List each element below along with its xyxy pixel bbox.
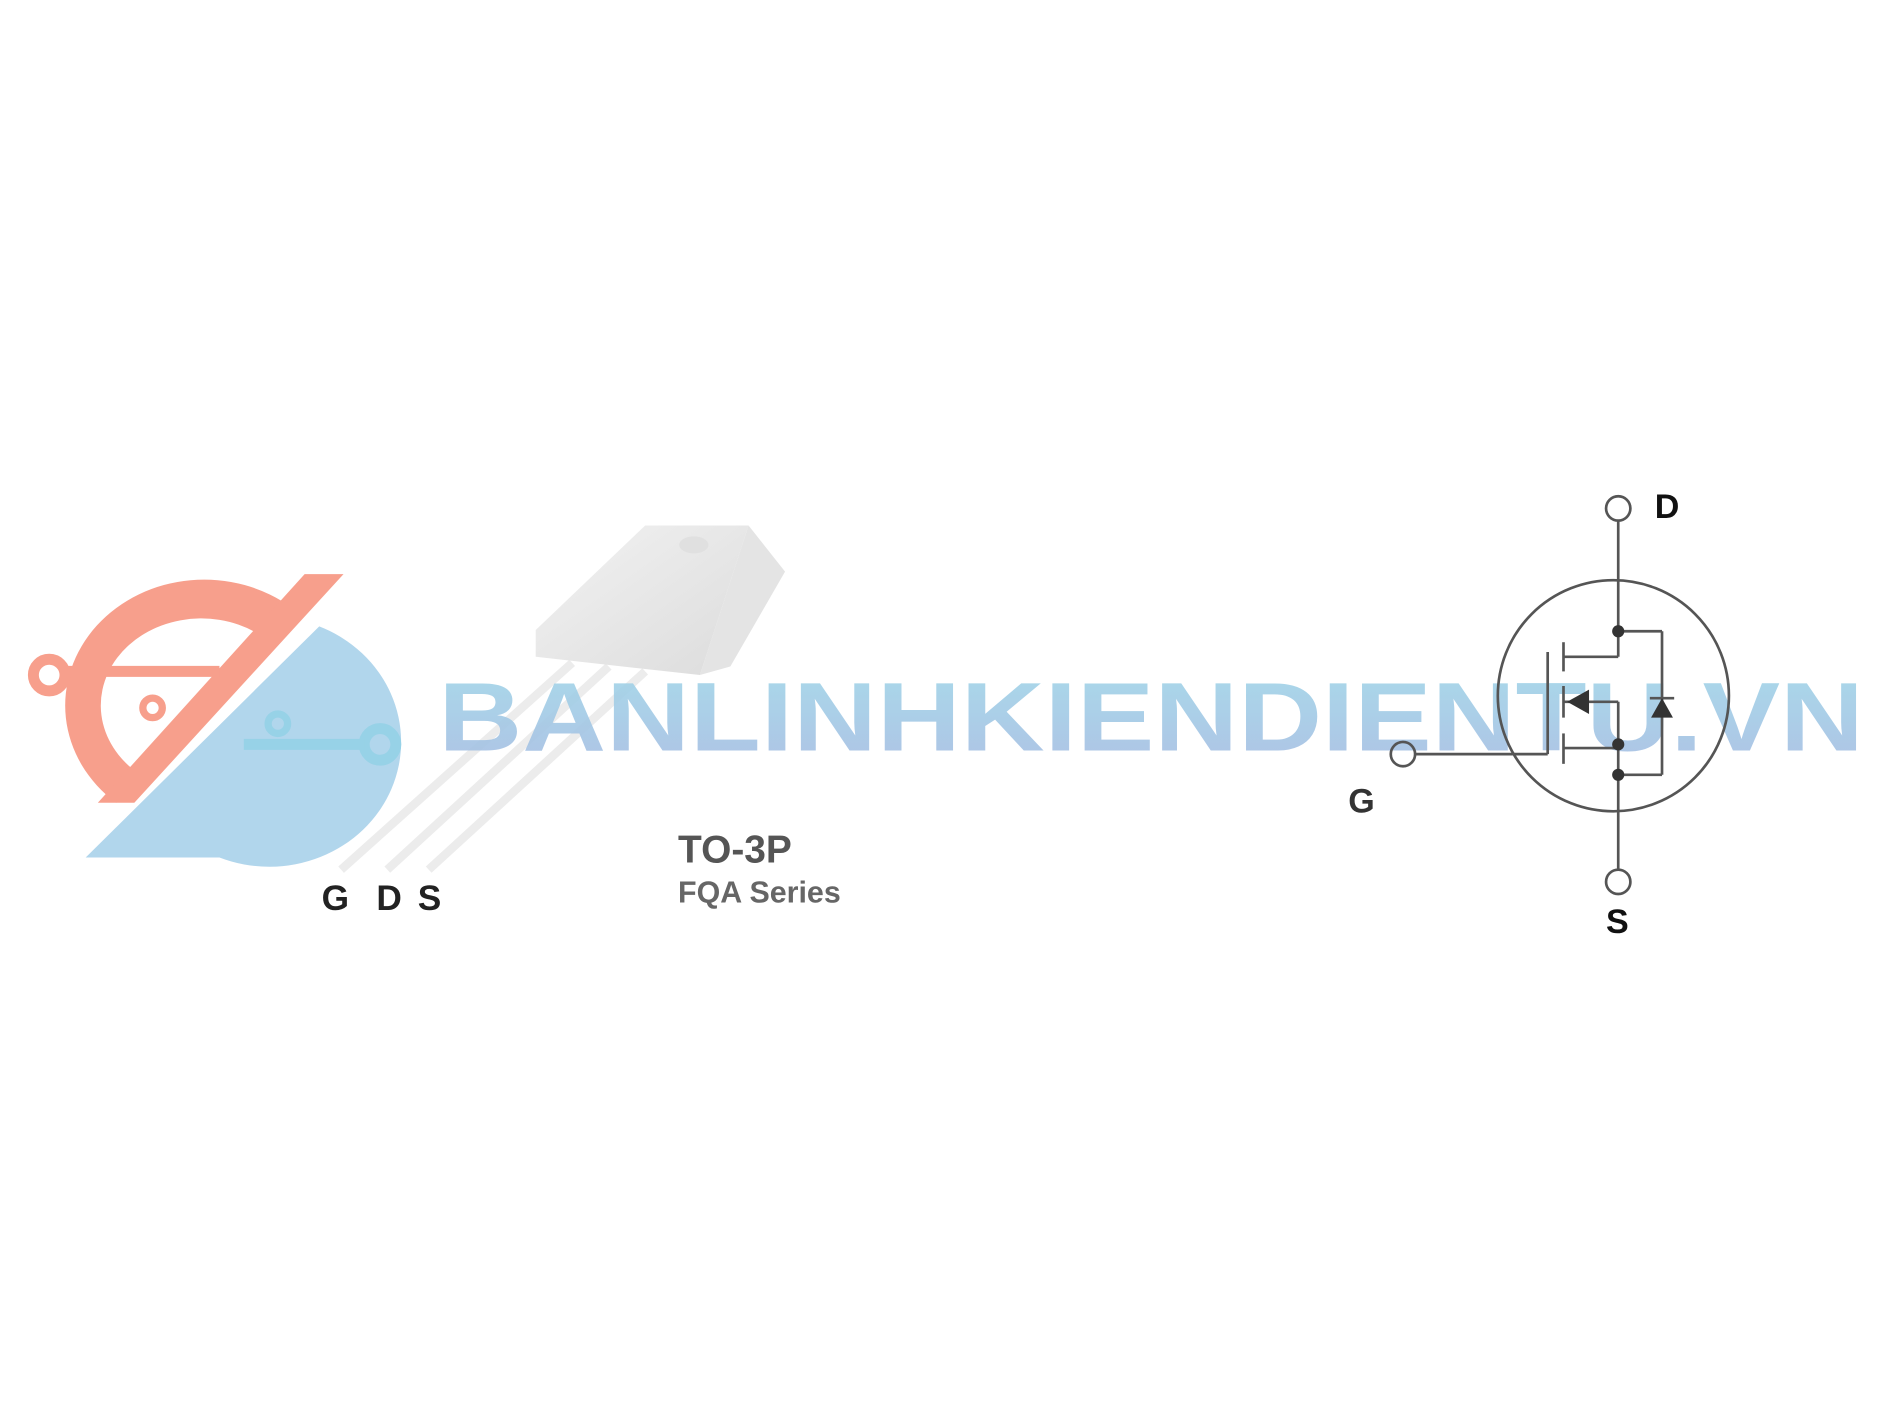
mosfet-schematic [1389, 494, 1731, 896]
pin-label-s: S [418, 879, 442, 918]
package-name: TO-3P [678, 828, 792, 871]
lead-s [425, 668, 649, 873]
pin-label-d: D [376, 879, 401, 918]
gate-label: G [1348, 782, 1374, 820]
mosfet-marks [1567, 625, 1673, 781]
to3p-package-image [338, 525, 786, 873]
package-outline-circle [1496, 578, 1731, 813]
source-terminal [1604, 868, 1632, 896]
drain-label: D [1655, 488, 1680, 526]
body-arrow [1567, 689, 1590, 714]
package-series: FQA Series [678, 876, 841, 910]
source-label: S [1606, 903, 1629, 941]
watermark-text: BANLINHKIENDIENTU.VN [438, 662, 1864, 771]
lead-d [384, 663, 612, 873]
diode-triangle [1651, 698, 1673, 718]
drain-terminal [1604, 494, 1632, 522]
lead-g [338, 659, 576, 873]
pin-label-g: G [322, 879, 349, 918]
watermark-logo [27, 574, 402, 867]
